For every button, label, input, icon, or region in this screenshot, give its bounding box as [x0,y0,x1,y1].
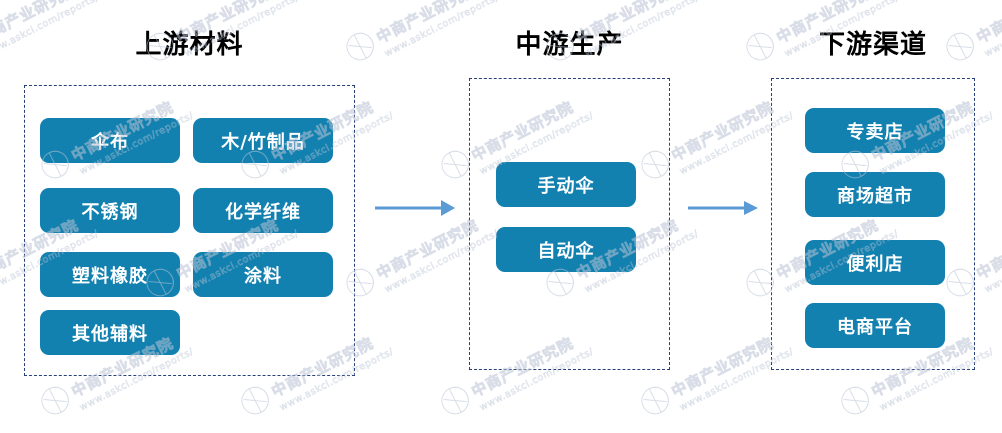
column-title-downstream: 下游渠道 [818,30,927,60]
upstream-item-0[interactable]: 伞布 [40,118,180,163]
watermark-brand: 中商产业研究院 [973,0,1002,47]
askci-logo-icon [641,386,669,415]
pill-label: 专卖店 [846,121,904,143]
pill-label: 塑料橡胶 [72,265,148,287]
downstream-item-0[interactable]: 专卖店 [805,108,945,153]
askci-logo-icon [41,386,69,415]
askci-logo-icon [841,386,869,415]
downstream-item-2[interactable]: 便利店 [805,240,945,285]
pill-label: 商场超市 [837,185,913,207]
watermark-brand: 中商产业研究院 [373,0,482,47]
pill-label: 涂料 [244,265,282,287]
pill-label: 化学纤维 [225,201,301,223]
midstream-item-1[interactable]: 自动伞 [496,227,636,272]
midstream-item-0[interactable]: 手动伞 [496,162,636,207]
pill-label: 其他辅料 [72,323,148,345]
upstream-item-5[interactable]: 涂料 [193,252,333,297]
pill-label: 自动伞 [537,240,595,262]
upstream-item-2[interactable]: 不锈钢 [40,188,180,233]
downstream-item-3[interactable]: 电商平台 [805,303,945,348]
watermark-brand: 中商产业研究院 [668,333,777,401]
watermark-url: www.askci.com/reports/ [983,0,1002,60]
upstream-item-4[interactable]: 塑料橡胶 [40,252,180,297]
watermark-brand: 中商产业研究院 [668,97,777,165]
upstream-item-1[interactable]: 木/竹制品 [193,118,333,163]
upstream-item-6[interactable]: 其他辅料 [40,310,180,355]
flow-arrow-1-icon [375,200,455,216]
pill-label: 木/竹制品 [221,131,305,153]
askci-logo-icon [241,386,269,415]
flow-arrow-2-icon [688,201,758,215]
upstream-container [24,85,355,376]
pill-label: 不锈钢 [81,201,139,223]
midstream-container [469,78,670,370]
upstream-item-3[interactable]: 化学纤维 [193,188,333,233]
watermark-url: www.askci.com/reports/ [983,228,1002,296]
askci-logo-icon [441,386,469,415]
pill-label: 电商平台 [837,316,913,338]
downstream-container [771,78,975,370]
downstream-item-1[interactable]: 商场超市 [805,172,945,217]
watermark-brand: 中商产业研究院 [373,215,482,283]
watermark-brand: 中商产业研究院 [973,215,1002,283]
pill-label: 便利店 [846,253,904,275]
pill-label: 伞布 [91,131,129,153]
column-title-upstream: 上游材料 [135,30,244,60]
column-title-midstream: 中游生产 [515,30,624,60]
pill-label: 手动伞 [537,175,595,197]
